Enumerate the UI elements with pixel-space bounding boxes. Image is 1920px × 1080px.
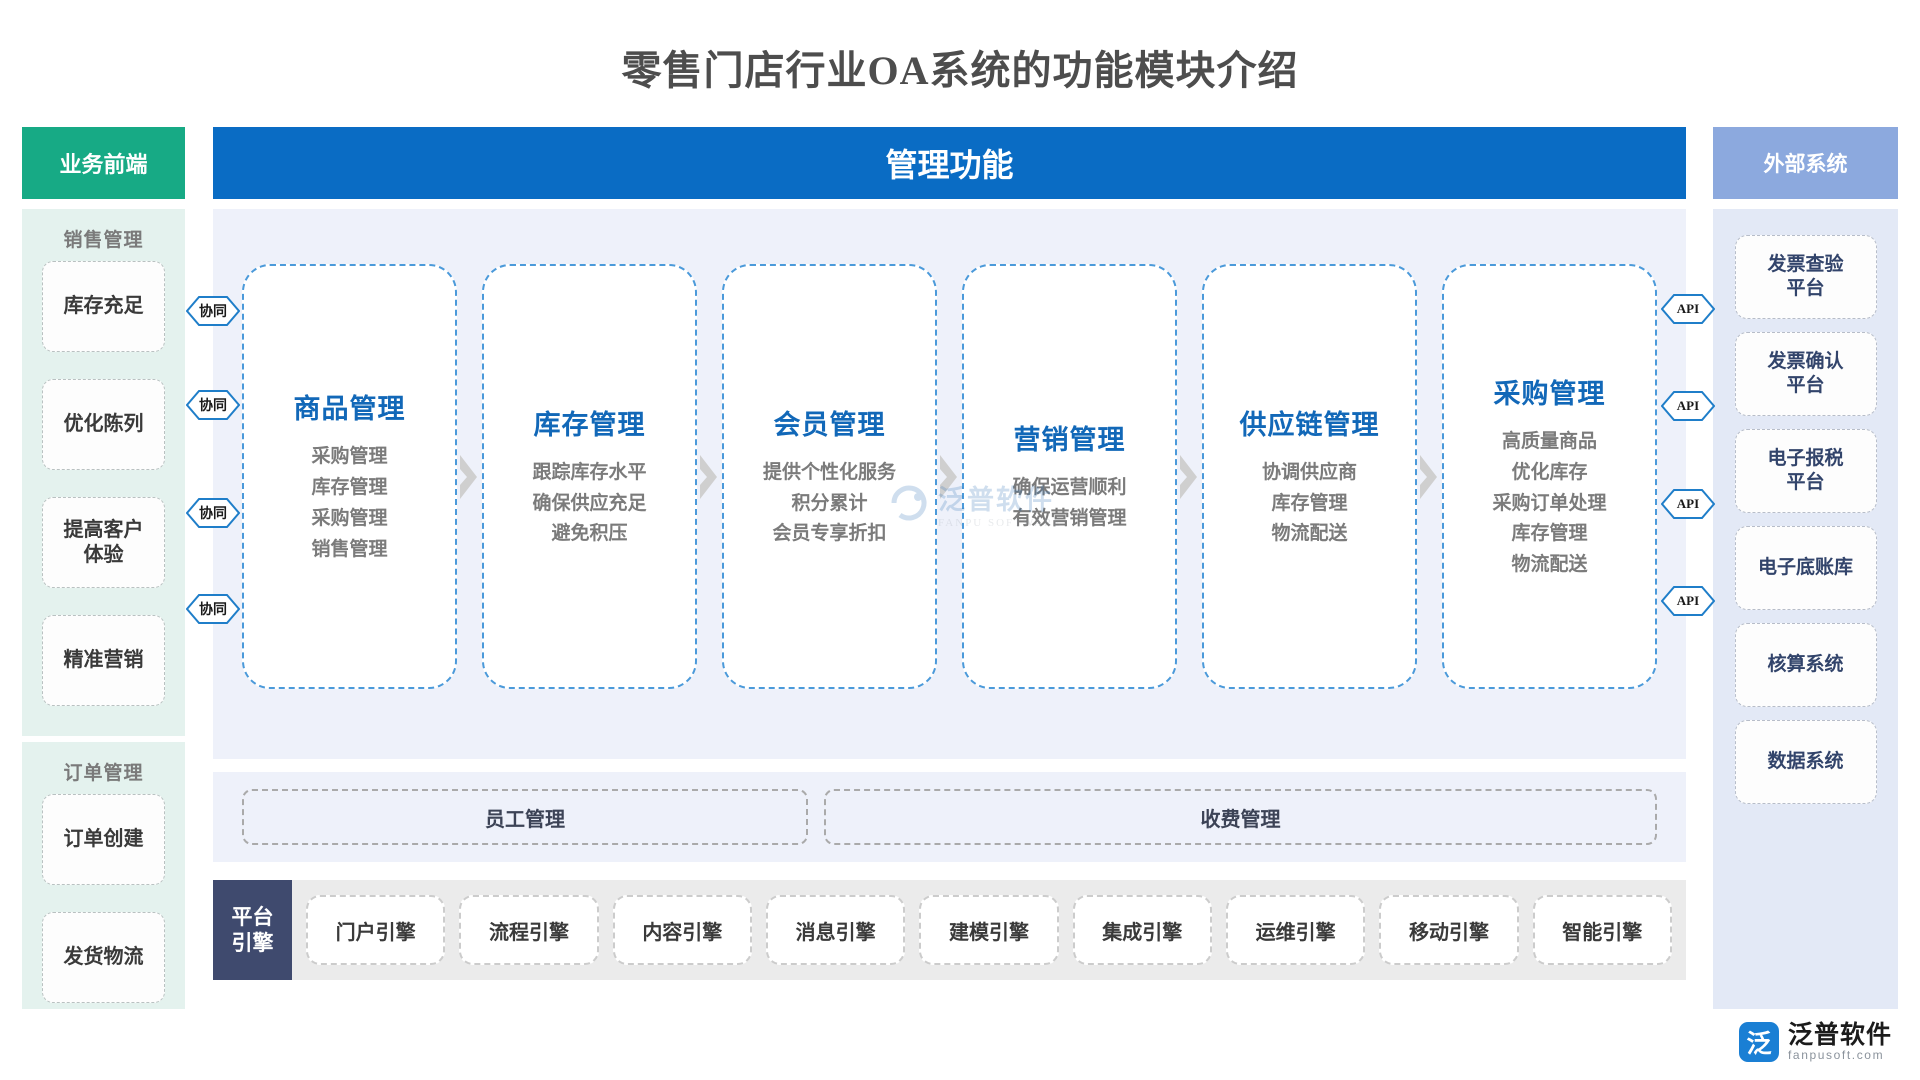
brand-mark-icon: 泛 xyxy=(1738,1022,1779,1062)
module-item: 高质量商品 xyxy=(1501,430,1597,452)
connector-api-3: API xyxy=(1661,488,1715,520)
platform-engine-items: 门户引擎 流程引擎 内容引擎 消息引擎 建模引擎 集成引擎 运维引擎 移动引擎 … xyxy=(292,880,1686,980)
brand-logo: 泛 泛普软件 fanpusoft.com xyxy=(1738,1021,1892,1062)
left-card-precision-marketing[interactable]: 精准营销 xyxy=(42,615,165,706)
left-card-improve-customer-experience[interactable]: 提高客户体验 xyxy=(42,497,165,588)
module-cards-row: 商品管理 采购管理 库存管理 采购管理 销售管理 库存管理 跟踪库存水平 确保供… xyxy=(242,264,1657,689)
external-card-e-tax-filing-platform[interactable]: 电子报税平台 xyxy=(1734,429,1877,513)
engine-chip-mobile[interactable]: 移动引擎 xyxy=(1379,895,1519,965)
left-card-inventory-sufficient[interactable]: 库存充足 xyxy=(42,261,165,352)
external-card-invoice-verification-platform[interactable]: 发票查验平台 xyxy=(1734,235,1877,319)
connector-label: 协同 xyxy=(199,305,227,320)
engine-chip-modeling[interactable]: 建模引擎 xyxy=(919,895,1059,965)
chevron-right-icon xyxy=(1177,264,1202,689)
connector-api-2: API xyxy=(1661,390,1715,422)
external-card-data-system[interactable]: 数据系统 xyxy=(1734,720,1877,804)
module-item: 物流配送 xyxy=(1271,523,1348,545)
connector-label: 协同 xyxy=(199,399,227,414)
connector-collaborate-2: 协同 xyxy=(186,389,240,421)
engine-chip-integration[interactable]: 集成引擎 xyxy=(1072,895,1212,965)
connector-collaborate-3: 协同 xyxy=(186,497,240,529)
module-item: 确保供应充足 xyxy=(532,492,647,514)
connector-collaborate-4: 协同 xyxy=(186,593,240,625)
left-card-shipping-logistics[interactable]: 发货物流 xyxy=(42,912,165,1003)
module-item: 提供个性化服务 xyxy=(762,461,896,483)
left-card-order-creation[interactable]: 订单创建 xyxy=(42,794,165,885)
module-item: 跟踪库存水平 xyxy=(532,461,647,483)
module-card-supply-chain-management[interactable]: 供应链管理 协调供应商 库存管理 物流配送 xyxy=(1202,264,1417,689)
shared-box-employee-management[interactable]: 员工管理 xyxy=(242,789,808,845)
chevron-right-icon xyxy=(1417,264,1442,689)
module-item: 采购订单处理 xyxy=(1492,492,1607,514)
module-card-marketing-management[interactable]: 营销管理 确保运营顺利 有效营销管理 xyxy=(962,264,1177,689)
header-management-functions: 管理功能 xyxy=(213,127,1686,199)
platform-engine-label: 平台引擎 xyxy=(213,880,292,980)
module-item: 避免积压 xyxy=(551,523,628,545)
left-group-title: 销售管理 xyxy=(63,230,144,251)
module-item: 会员专享折扣 xyxy=(772,523,887,545)
management-panel: 商品管理 采购管理 库存管理 采购管理 销售管理 库存管理 跟踪库存水平 确保供… xyxy=(213,209,1686,759)
module-item: 采购管理 xyxy=(311,446,388,468)
external-card-electronic-ledger[interactable]: 电子底账库 xyxy=(1734,526,1877,610)
external-card-accounting-system[interactable]: 核算系统 xyxy=(1734,623,1877,707)
chevron-right-icon xyxy=(697,264,722,689)
module-card-product-management[interactable]: 商品管理 采购管理 库存管理 采购管理 销售管理 xyxy=(242,264,457,689)
module-card-purchase-management[interactable]: 采购管理 高质量商品 优化库存 采购订单处理 库存管理 物流配送 xyxy=(1442,264,1657,689)
brand-name-cn: 泛普软件 xyxy=(1787,1021,1892,1049)
module-item: 物流配送 xyxy=(1511,554,1588,576)
connector-api-1: API xyxy=(1661,293,1715,325)
connector-label: 协同 xyxy=(199,603,227,618)
module-item: 积分累计 xyxy=(791,492,868,514)
engine-chip-content[interactable]: 内容引擎 xyxy=(612,895,752,965)
shared-box-fee-management[interactable]: 收费管理 xyxy=(824,789,1657,845)
left-card-optimize-display[interactable]: 优化陈列 xyxy=(42,379,165,470)
module-item: 有效营销管理 xyxy=(1012,508,1127,529)
module-item: 优化库存 xyxy=(1511,461,1588,483)
chevron-right-icon xyxy=(937,264,962,689)
module-card-member-management[interactable]: 会员管理 提供个性化服务 积分累计 会员专享折扣 xyxy=(722,264,937,689)
external-card-invoice-confirmation-platform[interactable]: 发票确认平台 xyxy=(1734,332,1877,416)
brand-name-en: fanpusoft.com xyxy=(1787,1047,1885,1062)
left-group-sales: 销售管理 库存充足 优化陈列 提高客户体验 精准营销 xyxy=(22,209,185,736)
module-title: 营销管理 xyxy=(1013,425,1126,456)
platform-engine-row: 平台引擎 门户引擎 流程引擎 内容引擎 消息引擎 建模引擎 集成引擎 运维引擎 … xyxy=(213,880,1686,980)
module-card-inventory-management[interactable]: 库存管理 跟踪库存水平 确保供应充足 避免积压 xyxy=(482,264,697,689)
module-item: 协调供应商 xyxy=(1261,461,1357,483)
left-group-orders: 订单管理 订单创建 发货物流 xyxy=(22,742,185,1009)
connector-label: API xyxy=(1676,593,1700,608)
module-item: 库存管理 xyxy=(1271,492,1348,514)
module-item: 销售管理 xyxy=(311,538,388,560)
chevron-right-icon xyxy=(457,264,482,689)
module-title: 会员管理 xyxy=(773,409,886,440)
module-item: 确保运营顺利 xyxy=(1012,477,1127,499)
engine-chip-operations[interactable]: 运维引擎 xyxy=(1225,895,1366,965)
external-systems-panel: 发票查验平台 发票确认平台 电子报税平台 电子底账库 核算系统 数据系统 xyxy=(1713,209,1898,1009)
connector-label: API xyxy=(1676,398,1700,413)
left-group-title: 订单管理 xyxy=(63,763,144,784)
module-title: 供应链管理 xyxy=(1239,409,1380,440)
engine-chip-portal[interactable]: 门户引擎 xyxy=(306,895,446,965)
module-item: 采购管理 xyxy=(311,508,388,529)
page-title: 零售门店行业OA系统的功能模块介绍 xyxy=(621,48,1299,93)
header-business-frontend: 业务前端 xyxy=(22,127,185,199)
engine-chip-process[interactable]: 流程引擎 xyxy=(459,895,599,965)
connector-label: 协同 xyxy=(199,507,227,522)
connector-api-4: API xyxy=(1661,585,1715,617)
connector-label: API xyxy=(1676,496,1700,511)
module-title: 采购管理 xyxy=(1493,378,1606,409)
engine-chip-message[interactable]: 消息引擎 xyxy=(765,895,906,965)
module-title: 商品管理 xyxy=(293,394,406,425)
shared-modules-row: 员工管理 收费管理 xyxy=(213,772,1686,862)
module-item: 库存管理 xyxy=(311,477,388,499)
engine-chip-intelligent[interactable]: 智能引擎 xyxy=(1532,895,1672,965)
connector-collaborate-1: 协同 xyxy=(186,295,240,327)
module-title: 库存管理 xyxy=(533,409,646,440)
module-item: 库存管理 xyxy=(1511,523,1588,545)
header-external-systems: 外部系统 xyxy=(1713,127,1898,199)
connector-label: API xyxy=(1676,301,1700,316)
